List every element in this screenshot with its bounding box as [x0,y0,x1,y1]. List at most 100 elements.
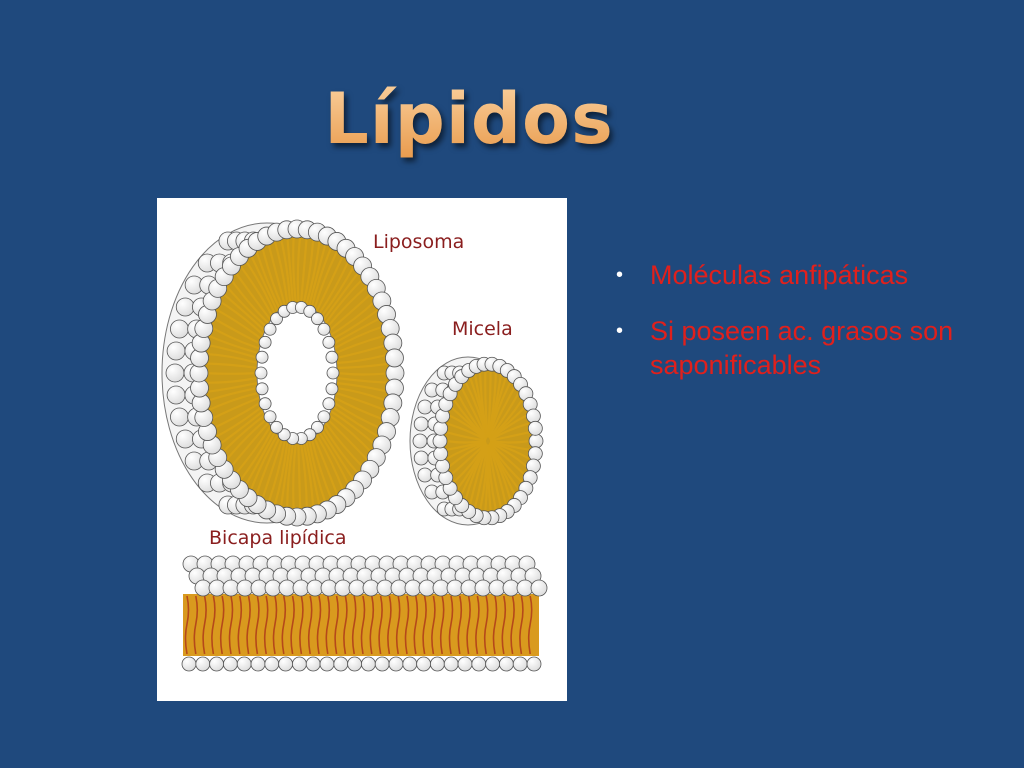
lipid-head [250,656,266,672]
lipid-tail [233,269,272,321]
bullet-list: • Moléculas anfipáticas • Si poseen ac. … [610,258,1010,404]
lipid-tail [369,595,375,655]
lipid-tail [279,236,292,303]
lipid-tail [203,352,258,365]
lipid-tail [202,595,207,655]
lipid-tail [184,595,190,655]
lipid-head [333,656,349,672]
lipid-tail [305,442,321,508]
micelle-label: Micela [452,318,513,340]
lipid-head [325,382,339,396]
lipid-tail [413,595,419,655]
lipid-tail [325,595,331,655]
lipid-tail [336,362,391,370]
lipid-head [311,312,324,326]
lipid-head [166,341,186,361]
lipid-tail [255,595,260,655]
lipid-tail [237,595,243,655]
lipid-head [417,399,433,415]
lipid-tail [238,263,274,317]
lipid-tail [273,238,289,304]
lipid-head [525,408,541,424]
lipid-head [325,350,339,364]
lipid-head [527,420,543,436]
lipid-tail [318,258,351,314]
lipid-tail [292,235,297,302]
lipid-tail [254,437,281,498]
lipid-tail [300,444,308,511]
lipid-tail [279,443,292,510]
lipid-head [277,428,291,442]
lipid-head [516,579,534,597]
lipid-tail [243,432,276,488]
lipid-tail [336,376,391,384]
lipid-head [270,312,283,326]
lipid-tail [313,437,340,498]
lipid-tail [224,418,268,463]
lipid-head [311,420,324,434]
lipid-head [175,297,195,317]
lipid-head [530,579,548,597]
lipid-tail [211,595,216,655]
lipid-head [254,366,268,380]
lipid-tail [208,396,260,422]
lipid-head [263,410,277,424]
lipid-head [322,335,336,349]
lipid-tail [316,595,322,655]
lipid-tail [213,405,263,439]
lipid-tail [263,595,269,655]
lipid-tail [387,595,392,655]
lipid-tail [457,595,463,655]
lipid-head [317,322,331,336]
lipid-head [170,319,189,339]
lipid-tail [527,595,533,655]
lipid-head [303,304,317,318]
lipid-head [402,656,418,672]
lipid-tail [238,429,274,483]
lipid-head [305,656,321,672]
lipid-tail [254,248,281,309]
lipid-head [347,656,363,672]
lipid-tail [404,595,410,655]
lipid-head [374,656,390,672]
lipid-tail [334,595,339,655]
lipid-tail [292,444,297,511]
lipid-head [255,350,269,364]
lipid-tail [510,595,515,655]
lipid-head [166,385,186,405]
lipid-tail [243,257,276,314]
lipid-tail [445,439,487,444]
lipid-head [326,366,340,380]
lipid-tail [351,595,357,655]
lipid-tail [324,276,366,324]
lipid-head [527,446,543,462]
lipid-head [236,656,252,672]
lipid-tail [466,595,471,655]
lipid-tail [248,434,278,493]
lipid-tail [489,422,529,441]
bullet-item: • Si poseen ac. grasos son saponificable… [610,314,1010,382]
lipid-tail [302,443,315,509]
lipid-head [255,382,269,396]
lipid-head [258,397,272,411]
lipid-tail [210,315,261,345]
lipid-head [417,467,433,483]
lipid-head [319,656,335,672]
lipid-tail [249,253,278,312]
lipid-tail [335,391,388,413]
lipid-head [223,656,238,672]
bullet-text: Moléculas anfipáticas [650,260,909,290]
lipid-head [429,656,445,672]
lipid-tail [322,269,361,321]
lipid-tail [324,422,366,470]
lipid-tail [286,235,294,302]
lipid-head [433,420,449,436]
lipid-head [413,450,429,466]
lipid-tail [453,442,488,483]
lipid-head [498,656,514,672]
bullet-text: Si poseen ac. grasos son saponificables [650,316,954,380]
lipid-tail [300,235,308,302]
lipid-head [528,433,544,449]
lipid-tail [335,333,388,355]
lipid-tail [305,238,321,304]
